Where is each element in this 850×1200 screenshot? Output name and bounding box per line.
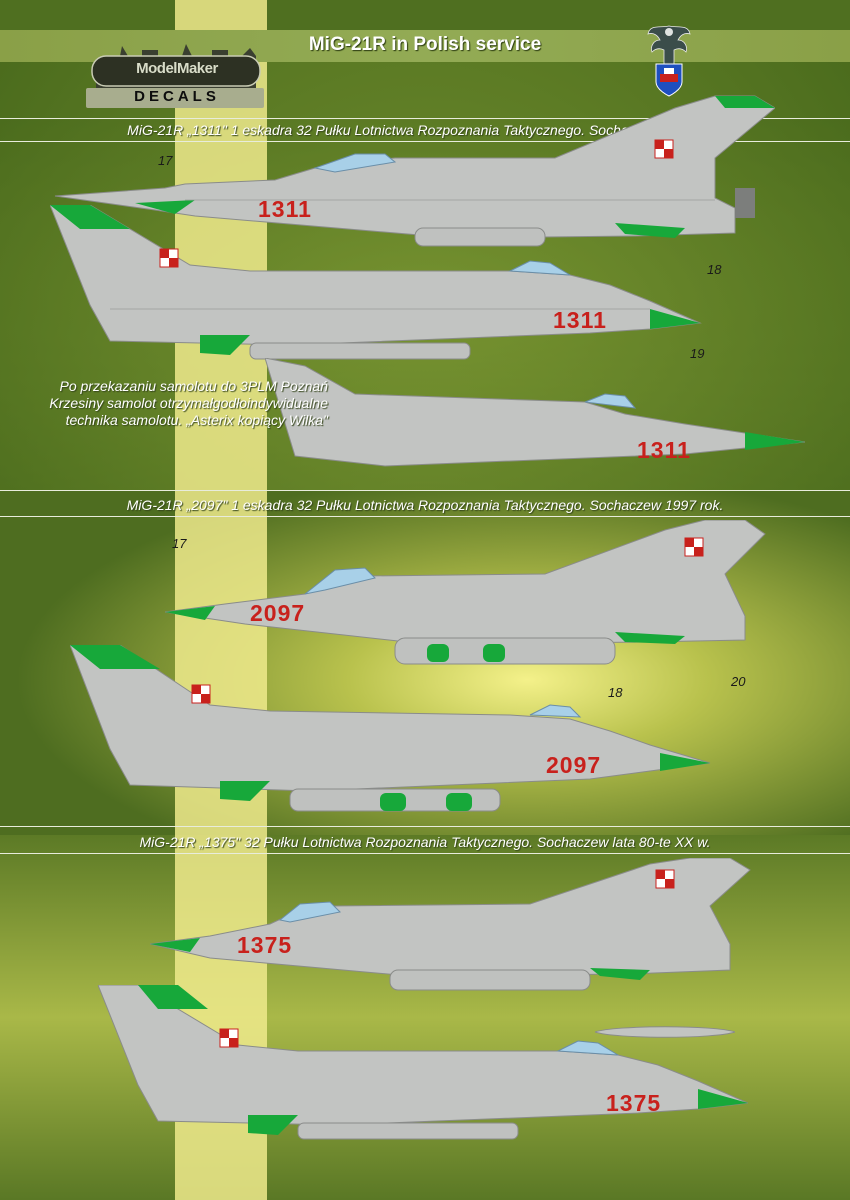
- callout-18a: 18: [707, 262, 722, 277]
- separator-2b: [0, 516, 850, 517]
- page-title: MiG-21R in Polish service: [308, 34, 542, 55]
- serial-2097-b: 2097: [546, 752, 602, 778]
- caption-2097: MiG-21R „2097" 1 eskadra 32 Pułku Lotnic…: [126, 497, 724, 513]
- serial-1375-a: 1375: [237, 932, 293, 958]
- callout-18b: 18: [608, 685, 623, 700]
- aircraft-1311-lower: [265, 358, 805, 467]
- asterix-note: Po przekazaniu samolotu do 3PLM Poznań K…: [49, 378, 328, 428]
- modelmaker-logo: [86, 44, 264, 108]
- unit-emblem-icon: [647, 25, 691, 97]
- callout-17b: 17: [172, 536, 187, 551]
- aircraft-2097-top: [165, 520, 766, 665]
- callout-17a: 17: [158, 153, 173, 168]
- serial-1311-b: 1311: [553, 307, 607, 333]
- separator-1: [0, 118, 850, 119]
- caption-1311: MiG-21R „1311" 1 eskadra 32 Pułku Lotnic…: [127, 122, 723, 138]
- serial-1311-a: 1311: [258, 196, 312, 222]
- drop-tank-icon: [595, 1026, 735, 1038]
- callout-20: 20: [731, 674, 746, 689]
- separator-3: [0, 826, 850, 827]
- logo-decals-text: DECALS: [134, 88, 220, 105]
- separator-3b: [0, 853, 850, 854]
- aircraft-2097-side: [70, 645, 711, 812]
- separator-1b: [0, 141, 850, 142]
- separator-2: [0, 490, 850, 491]
- caption-1375: MiG-21R „1375" 32 Pułku Lotnictwa Rozpoz…: [139, 834, 711, 850]
- aircraft-1311-top: [54, 95, 775, 247]
- aircraft-1375-side: [98, 985, 748, 1140]
- serial-1311-c: 1311: [637, 437, 691, 463]
- aircraft-1311-side: [50, 205, 702, 360]
- logo-brand-text: ModelMaker: [136, 60, 218, 77]
- serial-1375-b: 1375: [606, 1090, 662, 1116]
- serial-2097-a: 2097: [250, 600, 306, 626]
- callout-19: 19: [690, 346, 705, 361]
- aircraft-1375-top: [150, 858, 751, 991]
